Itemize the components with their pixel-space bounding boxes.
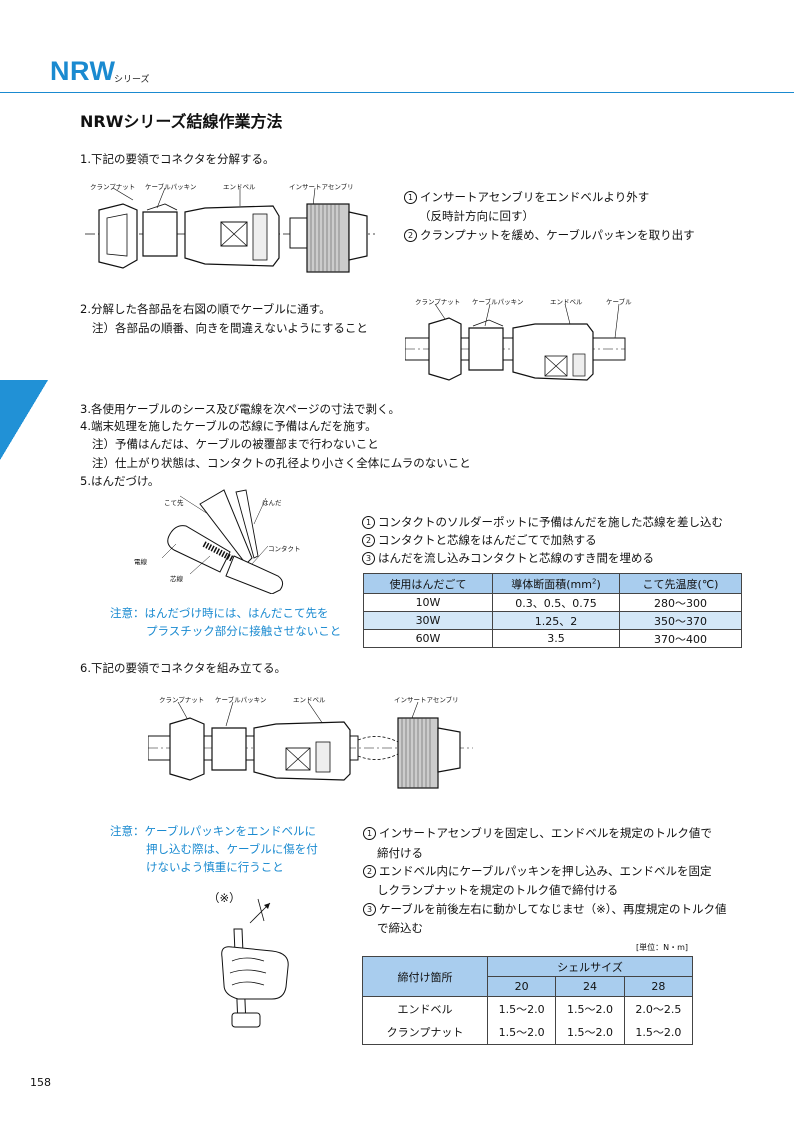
label-iron-tip: こて先 bbox=[164, 499, 184, 507]
label-clamp-nut: クランプナット bbox=[90, 183, 136, 191]
step6-caution: 注意：ケーブルパッキンをエンドベルに 押し込む際は、ケーブルに傷を付 けないよう… bbox=[110, 824, 318, 874]
label-clamp-nut-2: クランプナット bbox=[415, 298, 461, 306]
table-row: エンドベル 1.5～2.0 1.5～2.0 2.0～2.5 bbox=[362, 996, 694, 1021]
label-end-bell-3: エンドベル bbox=[293, 696, 326, 704]
col-iron: 使用はんだごて bbox=[363, 573, 493, 594]
page-title: NRWシリーズ結線作業方法 bbox=[80, 112, 283, 131]
reference-mark: （※） bbox=[208, 891, 241, 905]
col-shell-size: シェルサイズ bbox=[487, 956, 693, 977]
col-area: 導体断面積(mm2) bbox=[492, 573, 620, 594]
col-size-28: 28 bbox=[623, 976, 694, 997]
label-solder: はんだ bbox=[262, 499, 282, 507]
label-end-bell-2: エンドベル bbox=[550, 298, 583, 306]
col-size-24: 24 bbox=[555, 976, 625, 997]
label-core: 芯線 bbox=[170, 575, 183, 583]
brand-subtitle: シリーズ bbox=[114, 75, 150, 85]
brand-title: NRW bbox=[50, 56, 116, 86]
page-number: 158 bbox=[30, 1076, 51, 1089]
step5-caution: 注意：はんだづけ時には、はんだこて先を プラスチック部分に接触させないこと bbox=[110, 606, 342, 638]
cable-threading-diagram bbox=[405, 304, 626, 381]
side-tab bbox=[0, 380, 48, 460]
col-size-20: 20 bbox=[486, 976, 557, 997]
col-location: 締付け箇所 bbox=[362, 956, 488, 997]
label-wire: 電線 bbox=[134, 558, 147, 566]
step6-item-2b: しクランプナットを規定のトルク値で締付ける bbox=[377, 883, 619, 897]
label-end-bell: エンドベル bbox=[223, 183, 256, 191]
disassembly-diagram bbox=[85, 188, 375, 273]
step4-heading: 4.端末処理を施したケーブルの芯線に予備はんだを施す。 bbox=[80, 419, 377, 433]
soldering-diagram bbox=[161, 489, 284, 594]
header-rule bbox=[0, 92, 794, 93]
label-clamp-nut-3: クランプナット bbox=[159, 696, 205, 704]
label-contact: コンタクト bbox=[268, 545, 301, 553]
step3-heading: 3.各使用ケーブルのシース及び電線を次ページの寸法で剥く。 bbox=[80, 402, 400, 416]
table-row: クランプナット 1.5～2.0 1.5～2.0 1.5～2.0 bbox=[362, 1020, 694, 1045]
unit-label: [単位：N・m] bbox=[636, 943, 689, 952]
label-cable-packing-3: ケーブルパッキン bbox=[215, 696, 267, 704]
step5-heading: 5.はんだづけ。 bbox=[80, 474, 160, 488]
label-insert-assembly-3: インサートアセンブリ bbox=[394, 696, 459, 704]
hand-torque-diagram bbox=[221, 898, 289, 1028]
col-temp: こて先温度(℃) bbox=[619, 573, 742, 594]
step6-item-1b: 締付ける bbox=[377, 846, 423, 860]
step4-note1: 注）予備はんだは、ケーブルの被覆部まで行わないこと bbox=[92, 437, 379, 451]
step2-note: 注）各部品の順番、向きを間違えないようにすること bbox=[92, 321, 368, 335]
label-cable-2: ケーブル bbox=[606, 298, 632, 306]
step4-note2: 注）仕上がり状態は、コンタクトの孔径より小さく全体にムラのないこと bbox=[92, 456, 471, 470]
assembly-diagram bbox=[148, 702, 473, 789]
step1-item-1b: （反時計方向に回す） bbox=[419, 209, 534, 223]
label-insert-assembly: インサートアセンブリ bbox=[289, 183, 354, 191]
label-cable-packing: ケーブルパッキン bbox=[145, 183, 197, 191]
step6-heading: 6.下記の要領でコネクタを組み立てる。 bbox=[80, 661, 287, 675]
torque-table: 締付け箇所 シェルサイズ 20 24 28 エンドベル 1.5～2.0 1.5～… bbox=[362, 956, 694, 1045]
step6-item-3b: で締込む bbox=[377, 921, 423, 935]
step1-heading: 1.下記の要領でコネクタを分解する。 bbox=[80, 152, 275, 166]
label-cable-packing-2: ケーブルパッキン bbox=[472, 298, 524, 306]
step2-heading: 2.分解した各部品を右図の順でケーブルに通す。 bbox=[80, 302, 331, 316]
